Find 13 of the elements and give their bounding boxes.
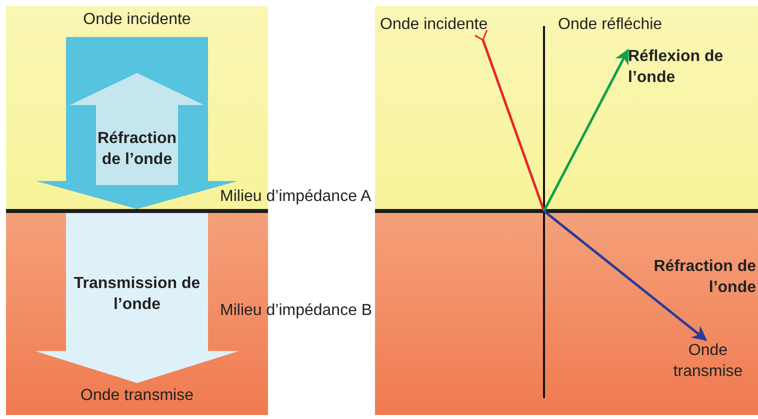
node-label: Réflexion de l’onde <box>628 47 724 88</box>
node-label: Onde transmise <box>672 341 744 382</box>
medium-label: Milieu d’impédance A <box>220 187 372 207</box>
ray-arrow <box>542 48 630 212</box>
node-label: Réfraction de l’onde <box>96 129 178 170</box>
node-label: Réfraction de l’onde <box>652 257 756 298</box>
node-label: Onde incidente <box>82 10 192 30</box>
node-caption: Onde transmise <box>80 386 194 406</box>
ray-arrow <box>543 210 708 341</box>
node-label: Onde réfléchie <box>558 15 664 35</box>
node-label: Transmission de l’onde <box>72 274 202 315</box>
ray-arrow <box>474 29 546 212</box>
node-label: Onde incidente <box>380 15 489 35</box>
